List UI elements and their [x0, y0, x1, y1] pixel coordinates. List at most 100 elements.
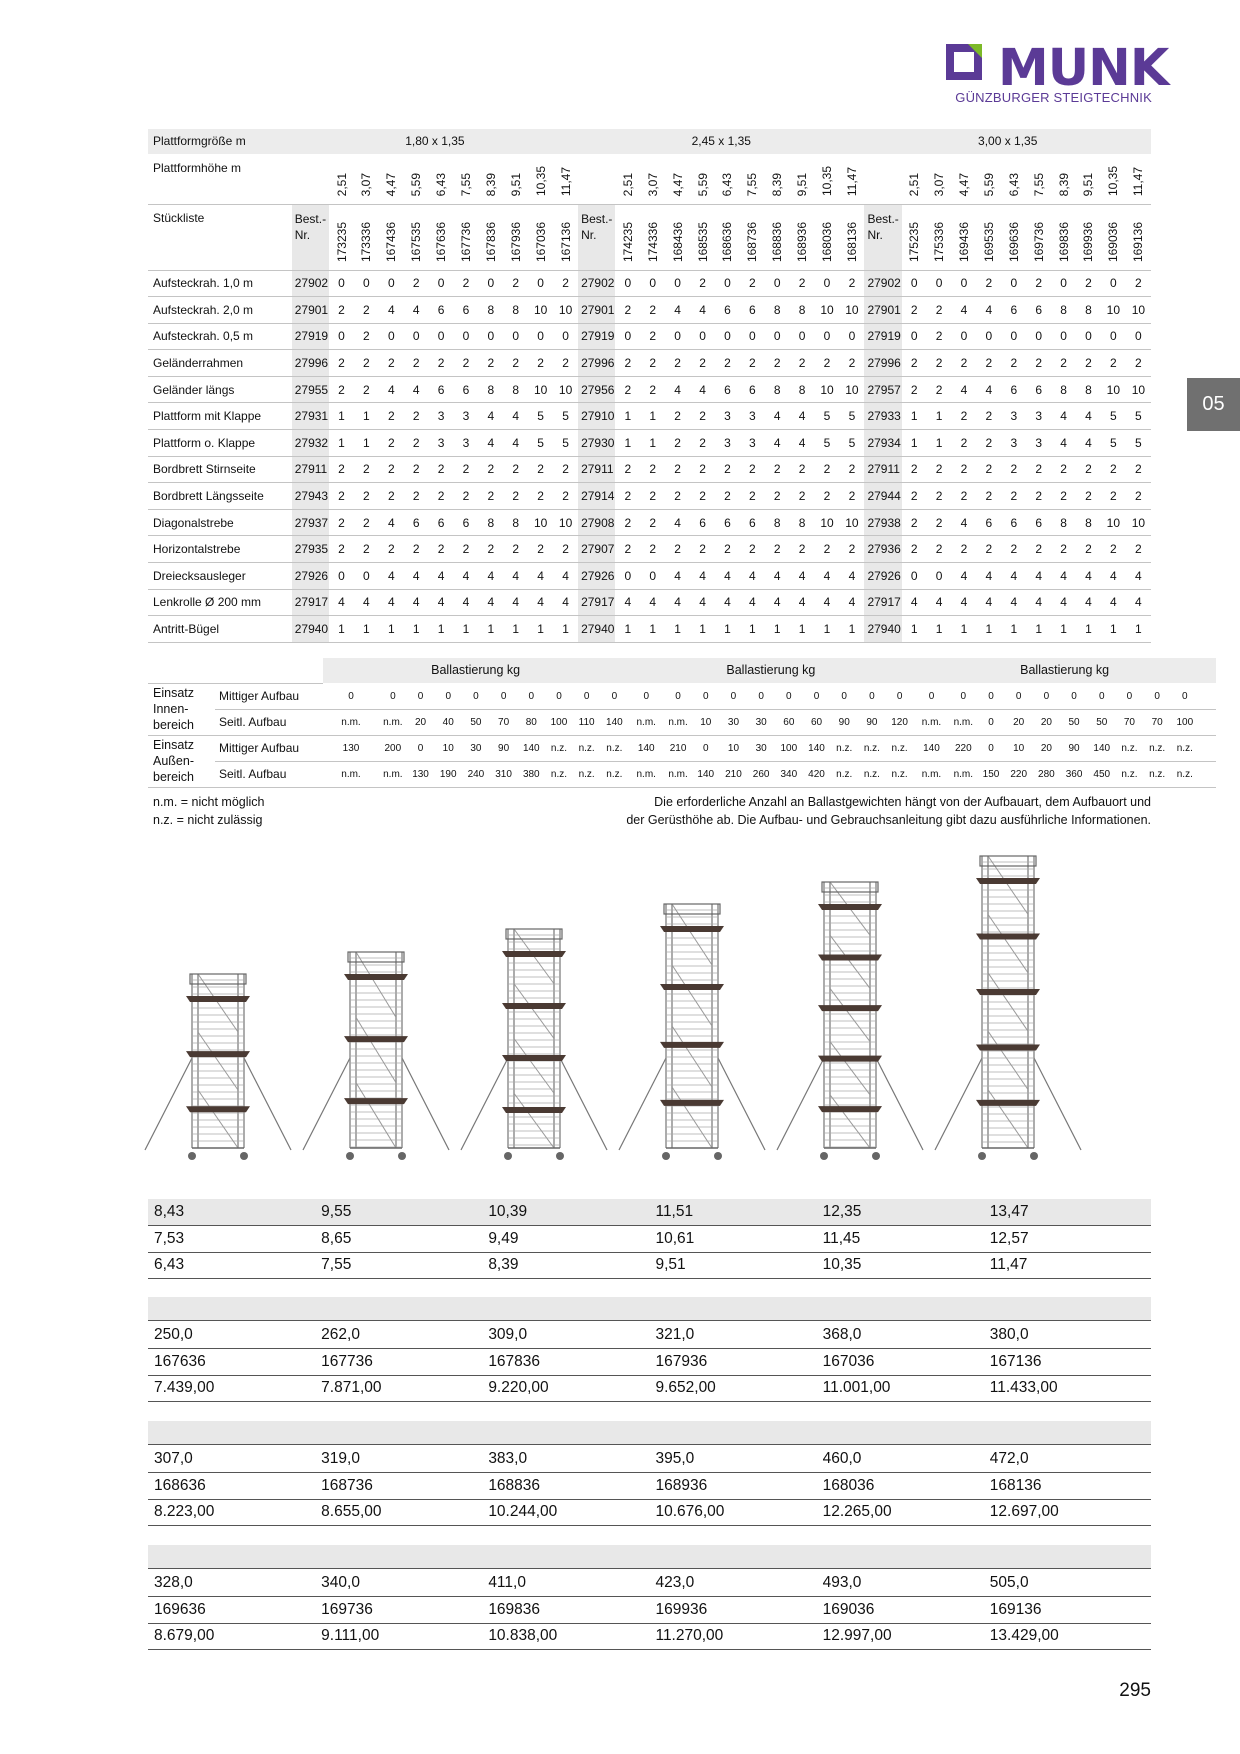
- part-name: Lenkrolle Ø 200 mm: [148, 589, 292, 617]
- quantity-cell: 0: [714, 270, 740, 298]
- table-cell: 12.265,00: [816, 1499, 984, 1527]
- quantity-cell: 4: [403, 589, 429, 617]
- part-name: Diagonalstrebe: [148, 509, 292, 537]
- table-cell: 168936: [649, 1472, 817, 1500]
- quantity-cell: 0: [764, 323, 790, 351]
- ballast-value: 0: [977, 735, 1005, 762]
- quantity-cell: 4: [553, 562, 579, 590]
- quantity-cell: 4: [789, 589, 815, 617]
- article-number-cell: 168136: [839, 204, 865, 271]
- quantity-cell: 6: [428, 296, 454, 324]
- quantity-cell: 1: [926, 615, 952, 643]
- part-number: 27917: [578, 589, 616, 617]
- height-value: 8,39: [483, 173, 498, 197]
- ballast-value: 0: [691, 735, 720, 762]
- quantity-cell: 6: [453, 296, 479, 324]
- quantity-cell: 2: [615, 296, 641, 324]
- table-cell: 9,51: [649, 1252, 817, 1280]
- quantity-cell: 3: [428, 402, 454, 431]
- part-number: 27940: [864, 615, 902, 643]
- article-number: 169836: [1056, 222, 1071, 263]
- quantity-cell: 2: [1076, 456, 1101, 484]
- table-cell: 167836: [482, 1348, 650, 1376]
- height-cell: 9,51: [503, 154, 529, 205]
- article-number: 173235: [334, 222, 349, 263]
- quantity-cell: 6: [739, 376, 765, 404]
- quantity-cell: 6: [714, 296, 740, 324]
- article-number-cell: 167436: [378, 204, 404, 271]
- quantity-cell: 8: [478, 296, 504, 324]
- quantity-cell: 2: [403, 456, 429, 484]
- ballast-value: 0: [719, 683, 748, 710]
- quantity-cell: 2: [839, 456, 865, 484]
- table-cell: 7.439,00: [148, 1375, 316, 1403]
- quantity-cell: 2: [428, 349, 454, 377]
- table-cell: 472,0: [983, 1446, 1151, 1474]
- quantity-cell: 1: [951, 615, 977, 643]
- ballast-value: 340: [774, 761, 803, 788]
- quantity-cell: 2: [453, 482, 479, 510]
- quantity-cell: 2: [329, 376, 354, 404]
- ballast-value: n.m.: [323, 761, 379, 788]
- ballast-value: n.z.: [600, 761, 629, 788]
- table-cell: 11.433,00: [983, 1375, 1151, 1403]
- quantity-cell: 2: [901, 482, 927, 510]
- article-number-cell: 168036: [814, 204, 840, 271]
- ballast-info: Die erforderliche Anzahl an Ballastgewic…: [531, 793, 1151, 829]
- ballast-value: 360: [1060, 761, 1088, 788]
- part-number: 27938: [864, 509, 902, 537]
- article-number-cell: 173235: [329, 204, 354, 271]
- ballast-value: n.z.: [1143, 761, 1171, 788]
- quantity-cell: 8: [1051, 296, 1077, 324]
- part-number: 27957: [864, 376, 902, 404]
- quantity-cell: 2: [814, 349, 840, 377]
- quantity-cell: 0: [789, 323, 815, 351]
- best-nr-label: Best.-Nr.: [578, 204, 616, 271]
- ballast-value: 0: [572, 683, 601, 710]
- quantity-cell: 10: [1125, 376, 1151, 404]
- article-number: 168836: [770, 222, 785, 263]
- article-number: 168036: [819, 222, 834, 263]
- spacer-cell: [864, 154, 902, 205]
- quantity-cell: 0: [1051, 270, 1077, 298]
- quantity-cell: 1: [640, 402, 666, 431]
- quantity-cell: 2: [789, 349, 815, 377]
- quantity-cell: 0: [739, 323, 765, 351]
- quantity-cell: 10: [1100, 509, 1126, 537]
- quantity-cell: 2: [839, 349, 865, 377]
- ballast-value: 100: [1170, 709, 1199, 736]
- quantity-cell: 4: [453, 589, 479, 617]
- separator-bar: [148, 1545, 1151, 1569]
- table-cell: 169936: [649, 1596, 817, 1624]
- quantity-cell: 1: [1051, 615, 1077, 643]
- part-number: 27914: [578, 482, 616, 510]
- quantity-cell: 4: [378, 296, 404, 324]
- quantity-cell: 2: [764, 349, 790, 377]
- quantity-cell: 2: [353, 509, 379, 537]
- ballast-value: 50: [462, 709, 490, 736]
- quantity-cell: 4: [428, 589, 454, 617]
- quantity-cell: 1: [926, 429, 952, 457]
- article-number-cell: 167936: [503, 204, 529, 271]
- ballast-value: 0: [1060, 683, 1088, 710]
- ballast-value: 220: [1004, 761, 1033, 788]
- height-value: 9,51: [508, 173, 523, 197]
- quantity-cell: 6: [739, 509, 765, 537]
- ballast-value: n.m.: [628, 761, 665, 788]
- quantity-cell: 2: [503, 270, 529, 298]
- quantity-cell: 5: [839, 402, 865, 431]
- quantity-cell: 1: [353, 402, 379, 431]
- quantity-cell: 2: [901, 535, 927, 564]
- height-value: 7,55: [745, 173, 760, 197]
- quantity-cell: 0: [329, 562, 354, 590]
- ballast-value: n.m.: [664, 761, 692, 788]
- section-tab[interactable]: 05: [1187, 378, 1240, 431]
- quantity-cell: 2: [764, 535, 790, 564]
- quantity-cell: 2: [665, 429, 691, 457]
- height-cell: 7,55: [1026, 154, 1052, 205]
- quantity-cell: 4: [764, 402, 790, 431]
